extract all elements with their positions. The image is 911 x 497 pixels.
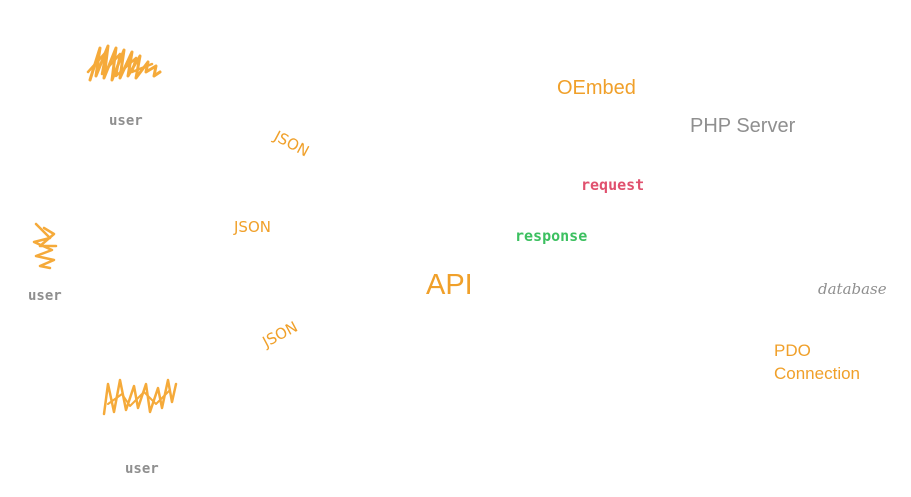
pdo-label: PDO	[774, 341, 811, 360]
user-label-1: user	[109, 113, 143, 129]
user-label-2: user	[28, 288, 62, 304]
php-server-label: PHP Server	[690, 115, 796, 137]
pdo-connection-label: Connection	[774, 364, 861, 383]
oembed-label: OEmbed	[557, 77, 636, 99]
user-scribble-icon-1	[86, 44, 162, 82]
user-scribble-icon-3	[102, 378, 178, 416]
user-scribble-icon-2	[32, 222, 58, 270]
json-label-bottom: JSON	[259, 317, 301, 352]
user-label-3: user	[125, 461, 159, 477]
database-label: database	[818, 280, 887, 298]
api-label: API	[426, 269, 473, 301]
json-label-top: JSON	[271, 127, 313, 161]
response-label: response	[515, 227, 588, 245]
json-label-middle: JSON	[234, 218, 271, 236]
request-label: request	[581, 176, 645, 194]
